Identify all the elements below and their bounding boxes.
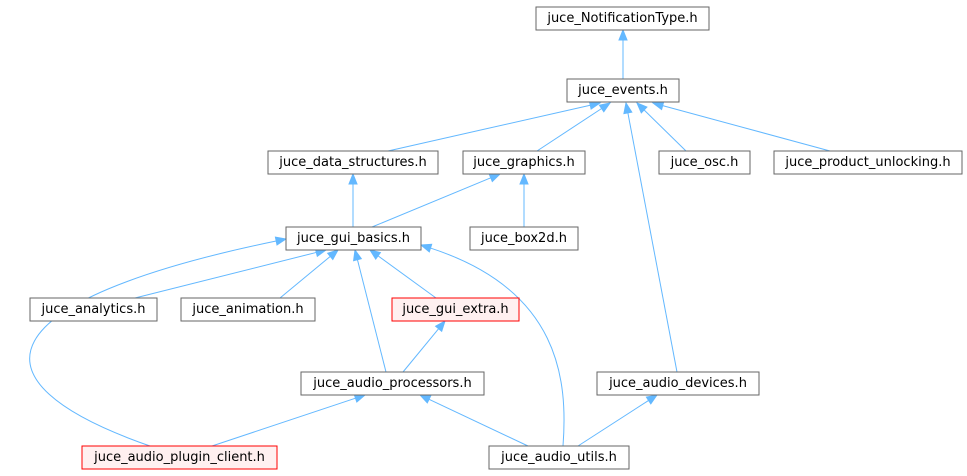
edge-gui-basics-to-graphics	[371, 177, 491, 228]
node-label: juce_gui_extra.h	[401, 302, 508, 317]
node-juce-events-h[interactable]: juce_events.h	[566, 78, 680, 103]
node-label: juce_product_unlocking.h	[784, 155, 950, 170]
node-juce-audio-devices-h[interactable]: juce_audio_devices.h	[596, 371, 760, 396]
arrowhead-icon	[353, 248, 363, 262]
node-label: juce_animation.h	[191, 302, 303, 317]
nodes-layer: juce_NotificationType.h juce_events.h ju…	[29, 6, 963, 470]
node-label: juce_NotificationType.h	[546, 11, 697, 26]
edge-product-unlocking-to-events	[662, 105, 831, 152]
edge-audio-plugin-client-to-audio-processors	[211, 397, 356, 447]
node-label: juce_analytics.h	[41, 302, 146, 317]
node-juce-gui-basics-h[interactable]: juce_gui_basics.h	[285, 226, 422, 251]
node-juce-audio-plugin-client-h[interactable]: juce_audio_plugin_client.h	[81, 445, 278, 470]
node-juce-notificationtype-h[interactable]: juce_NotificationType.h	[535, 6, 710, 31]
node-juce-analytics-h[interactable]: juce_analytics.h	[29, 297, 158, 322]
node-label: juce_box2d.h	[480, 231, 567, 246]
arrowhead-icon	[419, 243, 433, 253]
node-juce-osc-h[interactable]: juce_osc.h	[658, 150, 751, 175]
node-juce-product-unlocking-h[interactable]: juce_product_unlocking.h	[773, 150, 963, 175]
edges-layer	[29, 28, 831, 447]
node-juce-animation-h[interactable]: juce_animation.h	[180, 297, 316, 322]
edge-audio-processors-to-gui-extra	[402, 328, 440, 373]
node-label: juce_audio_utils.h	[500, 450, 617, 465]
arrowhead-icon	[623, 101, 633, 115]
edge-audio-devices-to-events	[627, 112, 678, 373]
node-label: juce_data_structures.h	[278, 155, 426, 170]
arrowhead-icon	[598, 102, 612, 113]
node-label: juce_audio_plugin_client.h	[93, 450, 265, 465]
arrowhead-icon	[326, 249, 340, 261]
node-label: juce_events.h	[577, 83, 668, 98]
node-juce-audio-processors-h[interactable]: juce_audio_processors.h	[300, 371, 485, 396]
node-juce-data-structures-h[interactable]: juce_data_structures.h	[267, 150, 439, 175]
arrowhead-icon	[519, 172, 529, 185]
node-label: juce_graphics.h	[472, 155, 574, 170]
arrowhead-icon	[636, 102, 648, 114]
node-label: juce_audio_devices.h	[608, 376, 747, 391]
node-juce-gui-extra-h[interactable]: juce_gui_extra.h	[391, 297, 520, 322]
arrowhead-icon	[618, 28, 628, 41]
arrowhead-icon	[348, 172, 358, 185]
node-juce-audio-utils-h[interactable]: juce_audio_utils.h	[488, 445, 630, 470]
arrowhead-icon	[274, 236, 288, 246]
edge-audio-processors-to-gui-basics	[356, 259, 387, 373]
node-label: juce_audio_processors.h	[312, 376, 471, 391]
edge-analytics-to-gui-basics	[134, 251, 317, 299]
edge-audio-utils-to-audio-devices	[577, 400, 649, 447]
arrowhead-icon	[434, 319, 446, 333]
node-juce-graphics-h[interactable]: juce_graphics.h	[462, 150, 586, 175]
edge-gui-extra-to-gui-basics	[377, 255, 437, 299]
edge-graphics-to-events	[536, 108, 602, 152]
arrowhead-icon	[368, 249, 382, 260]
arrowhead-icon	[651, 101, 665, 111]
edge-audio-utils-to-gui-basics	[430, 247, 565, 447]
edge-data-structures-to-events	[387, 104, 591, 152]
edge-audio-utils-to-audio-processors	[428, 398, 529, 447]
edge-animation-to-gui-basics	[279, 255, 331, 299]
arrowhead-icon	[418, 394, 432, 404]
arrowhead-icon	[645, 394, 659, 405]
node-label: juce_osc.h	[670, 155, 739, 170]
node-juce-box2d-h[interactable]: juce_box2d.h	[469, 226, 579, 251]
edge-audio-plugin-client-to-gui-basics	[29, 240, 277, 447]
node-label: juce_gui_basics.h	[296, 231, 410, 246]
arrowhead-icon	[353, 393, 367, 403]
arrowhead-icon	[488, 173, 502, 183]
edge-osc-to-events	[643, 109, 687, 152]
